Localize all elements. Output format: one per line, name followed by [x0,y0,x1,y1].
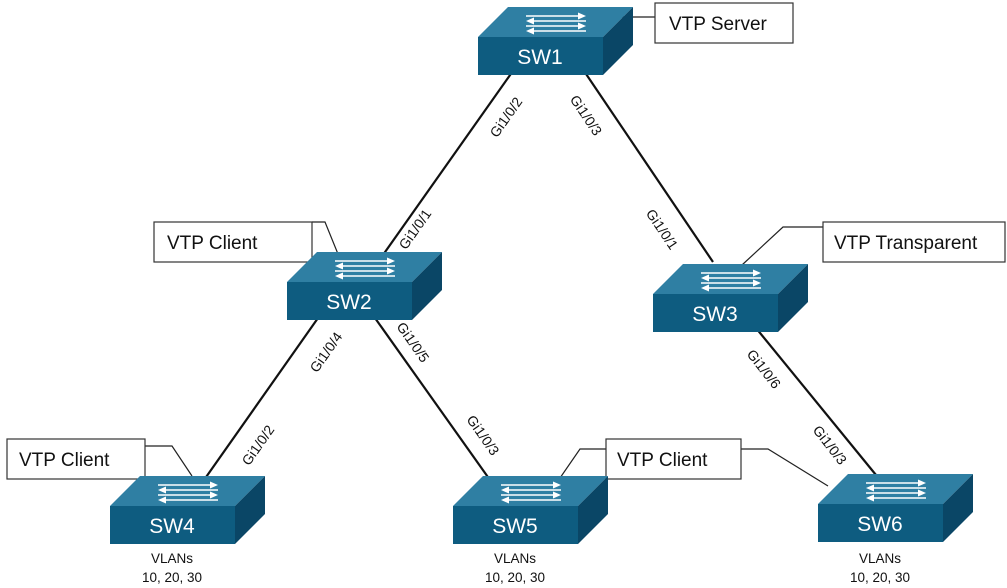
switch-icon [478,7,633,75]
switch-name: SW1 [517,46,563,69]
callout-vtp-transparent: VTP Transparent [822,221,1006,263]
port-label-sw4-to-sw2: Gi1/0/2 [238,422,277,468]
switch-sw3: SW3 [653,264,808,332]
vlans-sw5: VLANs 10, 20, 30 [485,551,545,585]
pointer-sw3 [741,226,823,266]
switch-icon [287,252,442,320]
callout-sw2: VTP Client [153,221,313,263]
pointer-sw6 [741,448,829,487]
switch-name: SW6 [857,513,903,536]
switch-sw1: SW1 [478,7,633,75]
switch-sw6: SW6 [818,474,973,542]
port-label-sw6-to-sw3: Gi1/0/3 [810,422,851,468]
link-sw3-sw6 [755,327,877,476]
vlans-title: VLANs [859,551,901,566]
switch-name: SW2 [326,291,372,314]
vlans-list: 10, 20, 30 [850,570,910,585]
switch-sw4: SW4 [110,476,265,544]
port-label-sw1-to-sw3: Gi1/0/3 [567,92,606,139]
vlans-list: 10, 20, 30 [142,570,202,585]
pointer-sw5 [559,448,606,479]
switch-arrows-icon [501,481,561,504]
switch-sw2: SW2 [287,252,442,320]
port-label-sw3-to-sw1: Gi1/0/1 [643,206,682,253]
callout-label: VTP Client [617,450,708,471]
switch-icon [453,476,608,544]
link-sw1-sw2 [377,67,516,263]
port-label-sw2-to-sw5: Gi1/0/5 [394,319,433,365]
callout-label: VTP Client [167,233,258,254]
port-label-sw3-to-sw6: Gi1/0/6 [744,346,785,392]
switch-icon [653,264,808,332]
callout-box [153,221,313,263]
vlans-list: 10, 20, 30 [485,570,545,585]
callout-sw4: VTP Client [6,438,146,480]
switch-arrows-icon [158,481,218,504]
switch-icon [110,476,265,544]
switch-name: SW4 [149,515,195,538]
links [203,67,877,481]
switch-arrows-icon [335,257,395,280]
callout-vtp-server: VTP Server [654,2,794,44]
vlans-title: VLANs [494,551,536,566]
port-label-sw2-to-sw4: Gi1/0/4 [306,329,345,375]
switch-icon [818,474,973,542]
callout-sw5: VTP Client [605,438,742,480]
switch-arrows-icon [526,12,586,35]
callout-label: VTP Client [19,450,110,471]
pointer-sw4 [145,445,193,477]
callout-label: VTP Server [669,14,768,35]
callout-label: VTP Transparent [834,233,978,254]
switch-sw5: SW5 [453,476,608,544]
link-sw2-sw5 [374,317,491,481]
callout-box [6,438,146,480]
link-sw1-sw3 [581,67,714,263]
callout-box [654,2,794,44]
switch-arrows-icon [866,479,926,502]
link-sw2-sw4 [203,317,319,481]
pointer-sw2 [312,221,339,255]
switch-name: SW5 [492,515,538,538]
vlans-sw4: VLANs 10, 20, 30 [142,551,202,585]
switch-name: SW3 [692,303,738,326]
vlans-title: VLANs [151,551,193,566]
callout-box [822,221,1006,263]
switch-arrows-icon [701,269,761,292]
callout-box [605,438,742,480]
vlans-sw6: VLANs 10, 20, 30 [850,551,910,585]
